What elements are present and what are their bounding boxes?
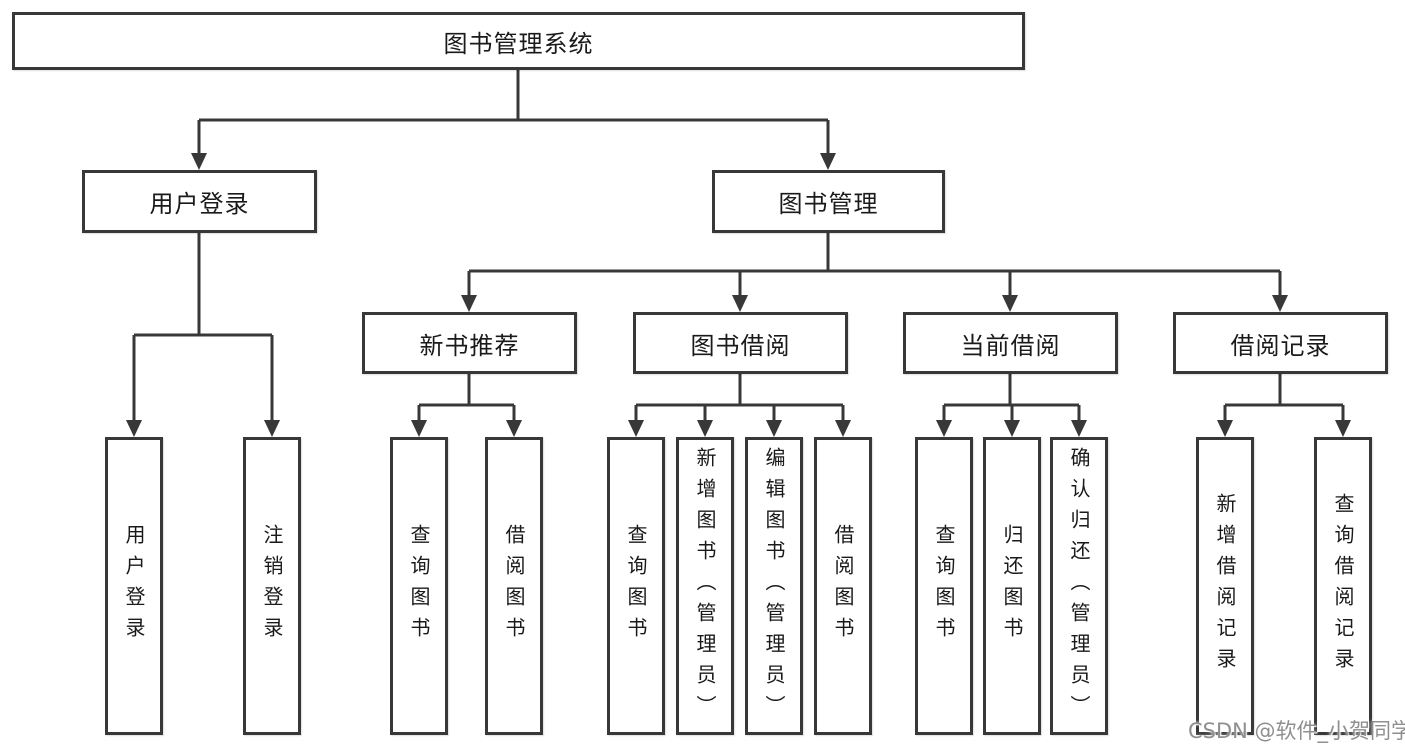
- node-book-borrow: 图书借阅: [633, 312, 848, 374]
- node-label: 当前借阅: [960, 331, 1061, 360]
- node-label: 查询图书: [407, 524, 431, 648]
- leaf-confirm-return-admin: 确认归还（管理员）: [1050, 437, 1108, 735]
- leaf-edit-books-admin: 编辑图书（管理员）: [745, 437, 803, 735]
- node-label: 图书管理: [778, 190, 879, 218]
- connector-new-book-children: [417, 374, 516, 421]
- node-label: 用户登录: [122, 524, 146, 648]
- node-user-login: 用户登录: [82, 170, 317, 233]
- node-new-book-recommend: 新书推荐: [362, 312, 577, 374]
- csdn-watermark: CSDN @软件_小贺同学: [1188, 719, 1405, 743]
- leaf-logout: 注销登录: [243, 437, 301, 735]
- node-label: 借阅记录: [1230, 331, 1331, 360]
- leaf-query-books-current: 查询图书: [915, 437, 973, 735]
- leaf-borrow-books: 借阅图书: [814, 437, 872, 735]
- leaf-add-borrow-record: 新增借阅记录: [1196, 437, 1254, 735]
- leaf-user-login: 用户登录: [105, 437, 163, 735]
- node-label: 查询借阅记录: [1331, 493, 1355, 679]
- leaf-query-borrow-record: 查询借阅记录: [1314, 437, 1372, 735]
- node-label: 归还图书: [1000, 524, 1024, 648]
- node-label: 新增图书（管理员）: [693, 446, 717, 726]
- node-label: 新书推荐: [419, 331, 520, 360]
- connector-root-to-level2: [197, 70, 830, 154]
- node-label: 图书管理系统: [443, 29, 594, 58]
- node-label: 用户登录: [149, 190, 250, 218]
- leaf-query-books-recommend: 查询图书: [390, 437, 448, 735]
- node-label: 借阅图书: [831, 524, 855, 648]
- leaf-return-books: 归还图书: [983, 437, 1041, 735]
- node-label: 查询图书: [624, 524, 648, 648]
- leaf-query-books-borrow: 查询图书: [607, 437, 665, 735]
- node-label: 注销登录: [260, 524, 284, 648]
- connector-book-management-children: [467, 233, 1282, 296]
- node-label: 确认归还（管理员）: [1067, 446, 1091, 726]
- node-label: 查询图书: [932, 524, 956, 648]
- connector-book-borrow-children: [634, 374, 845, 421]
- node-current-borrow: 当前借阅: [903, 312, 1118, 374]
- node-book-management: 图书管理: [712, 170, 945, 233]
- leaf-borrow-books-recommend: 借阅图书: [485, 437, 543, 735]
- connector-user-login-children: [132, 233, 274, 421]
- leaf-add-books-admin: 新增图书（管理员）: [676, 437, 734, 735]
- connector-current-borrow-children: [942, 374, 1081, 421]
- node-library-management-system: 图书管理系统: [12, 12, 1025, 70]
- node-label: 编辑图书（管理员）: [762, 446, 786, 726]
- node-borrow-records: 借阅记录: [1173, 312, 1388, 374]
- node-label: 图书借阅: [690, 331, 791, 360]
- node-label: 新增借阅记录: [1213, 493, 1237, 679]
- connector-borrow-records-children: [1223, 374, 1345, 421]
- node-label: 借阅图书: [502, 524, 526, 648]
